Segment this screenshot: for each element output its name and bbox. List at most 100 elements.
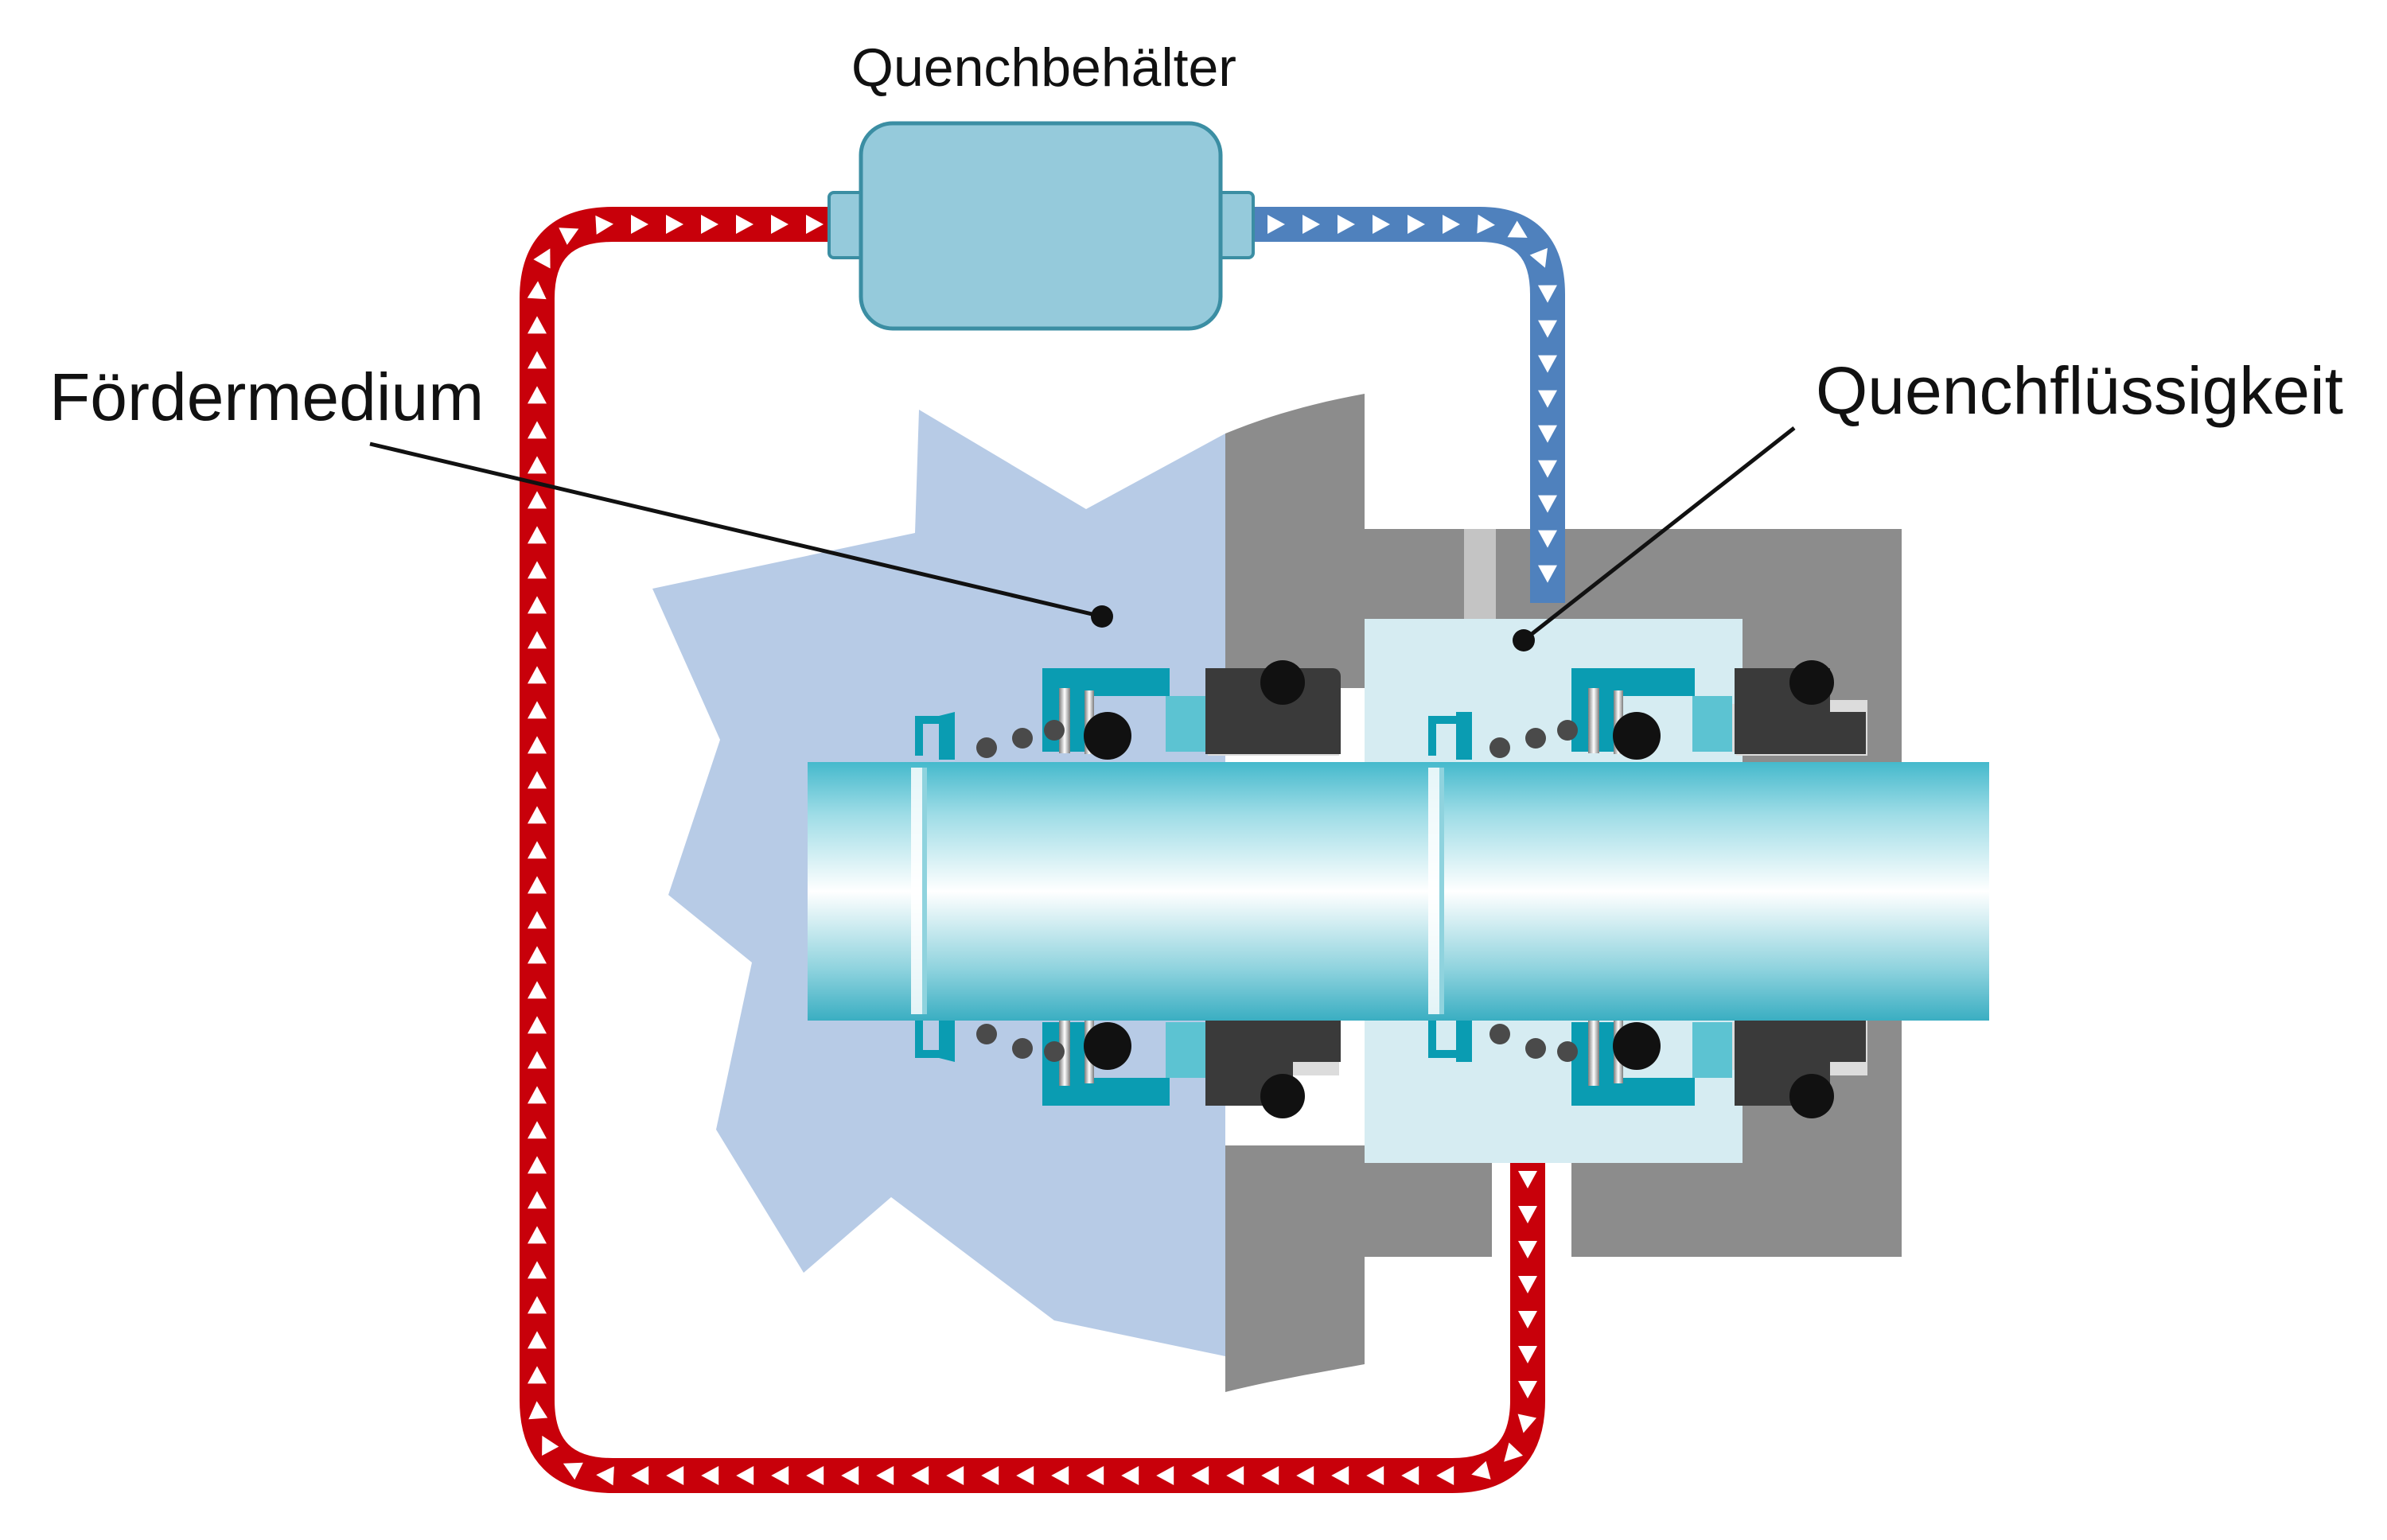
hotLine-arrow-4 <box>1518 1311 1537 1328</box>
label-quench-fluid: Quenchflüssigkeit <box>1816 353 2343 428</box>
hotLine-arrow-45 <box>528 1121 547 1139</box>
hotLine-arrow-41 <box>528 1261 547 1279</box>
hotLine-arrow-67 <box>528 351 547 369</box>
seal-right-lower <box>1428 1014 1867 1118</box>
leader-dot-product-medium <box>1091 605 1113 628</box>
seal-left-upper <box>915 660 1341 760</box>
hotLine-arrow-15 <box>1261 1466 1279 1485</box>
hotLine-arrow-26 <box>876 1466 894 1485</box>
hotLine-arrow-55 <box>528 771 547 789</box>
hotLine-arrow-56 <box>528 736 547 754</box>
hotLine-arrow-42 <box>528 1226 547 1244</box>
hotLine-arrow-7 <box>1517 1414 1537 1433</box>
hotLine-arrow-30 <box>736 1466 754 1485</box>
hotLine-arrow-78 <box>806 215 824 234</box>
hotLine-arrow-24 <box>946 1466 964 1485</box>
hotLine-arrow-12 <box>1366 1466 1384 1485</box>
coolLine-arrow-3 <box>1373 215 1390 234</box>
hotLine-arrow-65 <box>528 421 547 439</box>
hotLine-arrow-2 <box>1518 1241 1537 1258</box>
coolLine-arrow-15 <box>1538 495 1557 513</box>
coolLine-arrow-17 <box>1538 565 1557 583</box>
coolLine-arrow-1 <box>1303 215 1320 234</box>
hotLine-arrow-74 <box>666 215 683 234</box>
hotLine-arrow-11 <box>1401 1466 1419 1485</box>
hotLine-arrow-62 <box>528 526 547 544</box>
hotLine-arrow-38 <box>528 1366 547 1384</box>
hotLine-arrow-68 <box>528 316 547 334</box>
hotLine-arrow-40 <box>528 1296 547 1314</box>
hotLine-arrow-53 <box>528 841 547 859</box>
hotLine-arrow-21 <box>1051 1466 1069 1485</box>
coolLine-arrow-4 <box>1408 215 1425 234</box>
hotLine-arrow-43 <box>528 1191 547 1209</box>
hotLine-arrow-76 <box>736 215 753 234</box>
label-product-medium: Fördermedium <box>49 360 484 434</box>
leader-dot-quench-fluid <box>1513 629 1535 651</box>
coolLine-arrow-9 <box>1537 285 1557 303</box>
hotLine-arrow-60 <box>528 596 547 614</box>
hotLine-arrow-33 <box>631 1466 649 1485</box>
hotLine-arrow-77 <box>771 215 789 234</box>
hotLine-arrow-70 <box>533 248 551 269</box>
hotLine-arrow-72 <box>595 215 613 235</box>
hotLine-arrow-61 <box>528 561 547 579</box>
coolLine-arrow-12 <box>1538 390 1557 408</box>
hotLine-arrow-1 <box>1518 1206 1537 1223</box>
hotLine-arrow-54 <box>528 806 547 824</box>
hotLine-arrow-17 <box>1191 1466 1209 1485</box>
hotLine-arrow-51 <box>528 911 547 929</box>
coolLine-arrow-2 <box>1338 215 1355 234</box>
hotLine-arrow-37 <box>528 1401 548 1420</box>
hotLine-arrow-66 <box>528 386 547 404</box>
coolLine-arrow-11 <box>1538 355 1557 373</box>
hotLine-arrow-8 <box>1504 1442 1523 1462</box>
hotLine-arrow-35 <box>563 1462 583 1480</box>
hotLine-arrow-14 <box>1296 1466 1314 1485</box>
hotLine-arrow-64 <box>528 456 547 474</box>
hotLine-arrow-3 <box>1518 1276 1537 1293</box>
hotLine-arrow-34 <box>596 1466 614 1486</box>
seal-left-lower <box>915 1014 1341 1118</box>
hotLine-arrow-25 <box>911 1466 929 1485</box>
hotLine-arrow-6 <box>1518 1381 1537 1398</box>
hotLine-arrow-59 <box>528 631 547 649</box>
flow-arrows <box>527 214 1557 1486</box>
hotLine-arrow-0 <box>1518 1171 1537 1188</box>
hotLine-arrow-75 <box>701 215 718 234</box>
hotLine-arrow-18 <box>1156 1466 1174 1485</box>
hotLine-arrow-31 <box>701 1466 719 1485</box>
hotLine-arrow-10 <box>1436 1466 1454 1485</box>
hotLine-arrow-19 <box>1121 1466 1139 1485</box>
hotLine-arrow-63 <box>528 491 547 509</box>
seal-right-upper <box>1428 660 1867 760</box>
hotLine-arrow-52 <box>528 876 547 894</box>
hotLine-arrow-22 <box>1016 1466 1034 1485</box>
hotLine-arrow-49 <box>528 981 547 999</box>
hotLine-arrow-20 <box>1086 1466 1104 1485</box>
leader-line-product-medium <box>369 441 1103 619</box>
coolLine-arrow-10 <box>1538 320 1557 338</box>
quench-tank <box>827 121 1255 331</box>
shaft <box>808 762 1989 1021</box>
hotLine-arrow-27 <box>841 1466 859 1485</box>
coolLine-arrow-16 <box>1538 530 1557 548</box>
hotLine-arrow-29 <box>771 1466 789 1485</box>
hotLine-arrow-9 <box>1471 1460 1491 1480</box>
hotLine-arrow-13 <box>1331 1466 1349 1485</box>
hotLine-arrow-58 <box>528 666 547 684</box>
hotLine-arrow-5 <box>1518 1346 1537 1363</box>
coolLine-arrow-14 <box>1538 460 1557 478</box>
hotLine-arrow-46 <box>528 1086 547 1104</box>
hotLine-arrow-39 <box>528 1331 547 1349</box>
hotLine-arrow-32 <box>666 1466 684 1485</box>
hotLine-arrow-47 <box>528 1051 547 1069</box>
hotLine-arrow-36 <box>542 1435 559 1456</box>
hotLine-arrow-73 <box>631 215 648 234</box>
coolLine-arrow-5 <box>1443 215 1460 234</box>
coolLine-arrow-6 <box>1477 214 1495 234</box>
coolLine-arrow-7 <box>1507 220 1528 238</box>
hotLine-arrow-57 <box>528 701 547 719</box>
hotLine-arrow-50 <box>528 946 547 964</box>
